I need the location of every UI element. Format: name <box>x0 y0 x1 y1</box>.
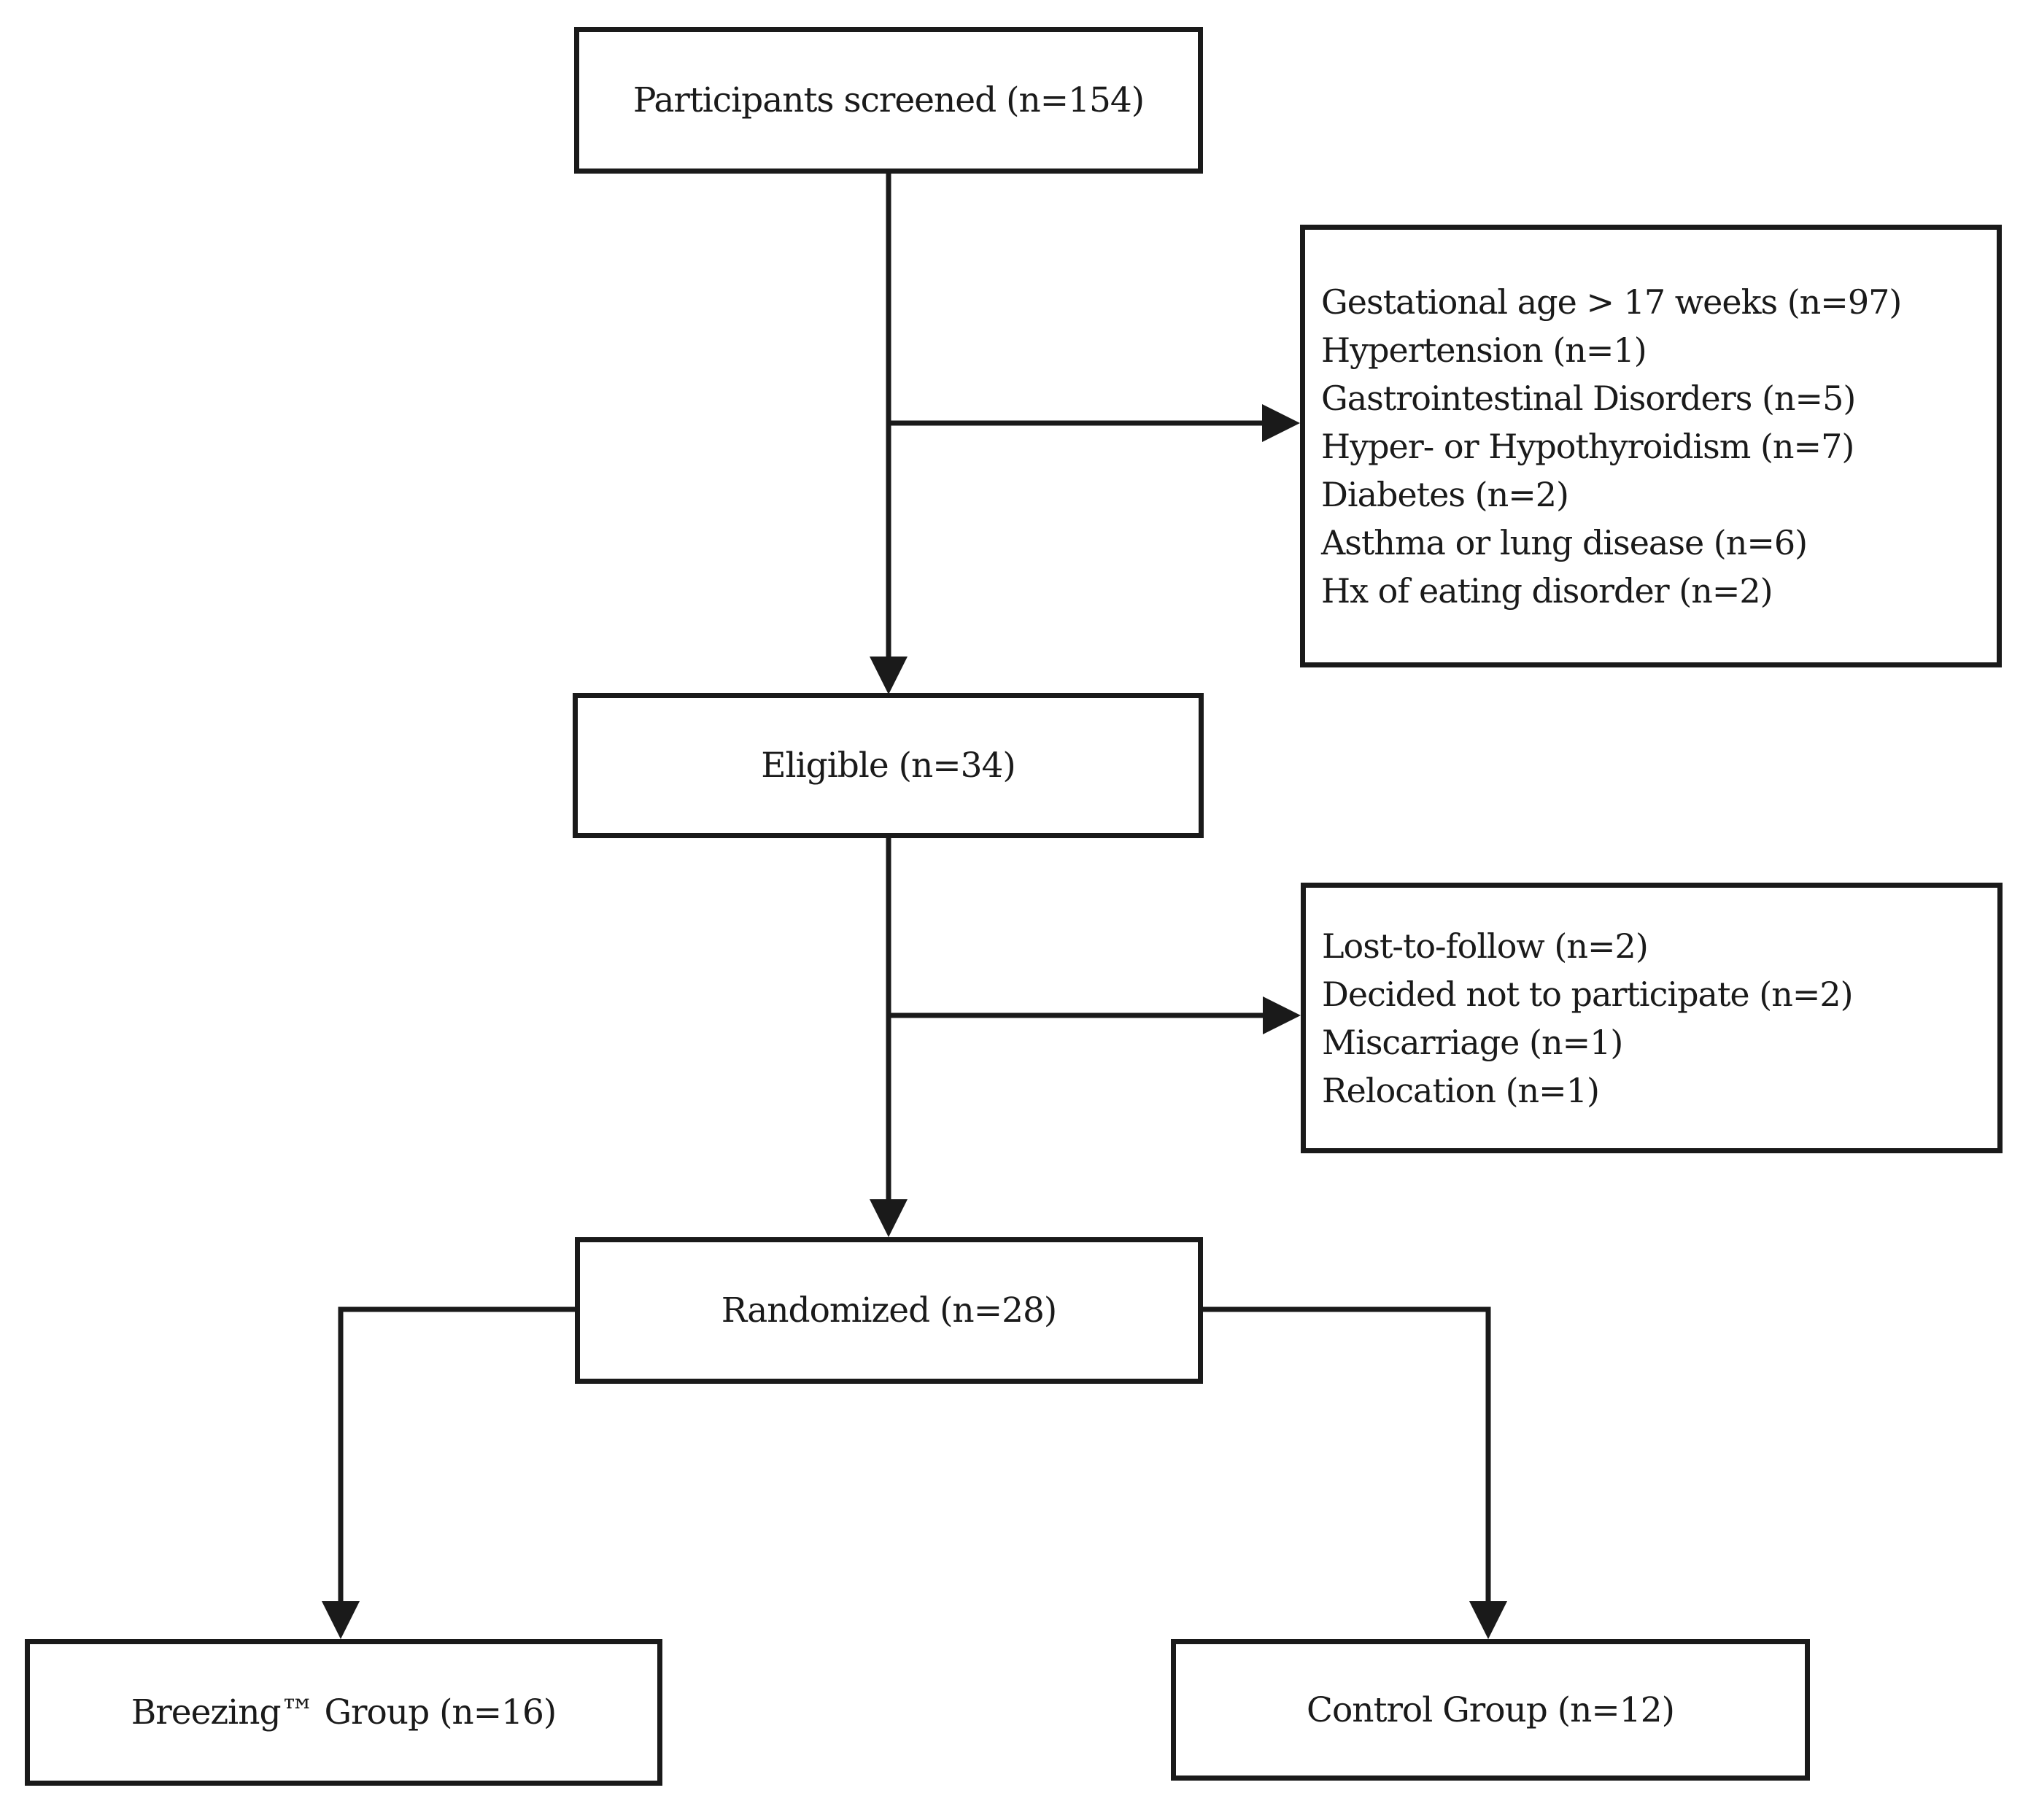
arrowhead-into-eligible <box>870 657 908 694</box>
arrowhead-into-control <box>1469 1601 1507 1639</box>
exclusion-item: Hypertension (n=1) <box>1321 330 1647 370</box>
exclusion-item: Miscarriage (n=1) <box>1322 1022 1623 1062</box>
exclusion-item: Hx of eating disorder (n=2) <box>1321 570 1773 611</box>
node-excluded-before-randomization: Lost-to-follow (n=2) Decided not to part… <box>1301 883 2003 1153</box>
exclusion-item: Diabetes (n=2) <box>1321 474 1569 514</box>
arrowhead-into-excluded-eligibility <box>1263 996 1301 1034</box>
participants-screened-label: Participants screened (n=154) <box>632 80 1145 120</box>
connector-randomized-to-control <box>1203 1306 1491 1603</box>
randomized-label: Randomized (n=28) <box>721 1290 1057 1331</box>
control-group-label: Control Group (n=12) <box>1307 1689 1675 1730</box>
node-control-group: Control Group (n=12) <box>1171 1639 1810 1781</box>
exclusion-item: Asthma or lung disease (n=6) <box>1321 522 1808 562</box>
node-breezing-group: Breezing™ Group (n=16) <box>25 1639 662 1786</box>
exclusion-item: Relocation (n=1) <box>1322 1070 1600 1110</box>
connector-randomized-to-breezing <box>338 1306 575 1603</box>
breezing-group-label: Breezing™ Group (n=16) <box>131 1692 557 1732</box>
node-eligible: Eligible (n=34) <box>573 693 1204 838</box>
exclusion-item: Hyper- or Hypothyroidism (n=7) <box>1321 426 1854 466</box>
exclusion-item: Lost-to-follow (n=2) <box>1322 926 1649 966</box>
exclusion-item: Gastrointestinal Disorders (n=5) <box>1321 378 1856 418</box>
node-participants-screened: Participants screened (n=154) <box>574 27 1203 174</box>
exclusion-item: Decided not to participate (n=2) <box>1322 974 1854 1014</box>
node-excluded-at-screening: Gestational age > 17 weeks (n=97) Hypert… <box>1300 225 2002 667</box>
eligible-label: Eligible (n=34) <box>761 746 1015 786</box>
arrowhead-into-excluded-screening <box>1262 404 1300 442</box>
node-randomized: Randomized (n=28) <box>575 1237 1203 1384</box>
arrowhead-into-randomized <box>870 1199 908 1237</box>
arrowhead-into-breezing <box>322 1601 360 1639</box>
exclusion-item: Gestational age > 17 weeks (n=97) <box>1321 282 1902 322</box>
